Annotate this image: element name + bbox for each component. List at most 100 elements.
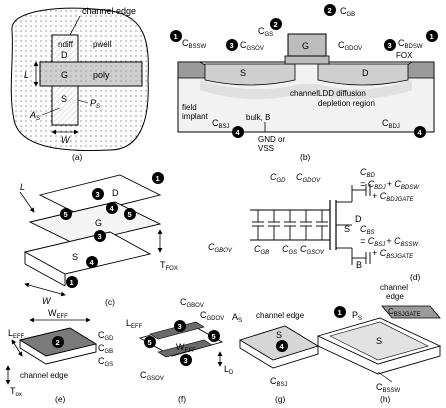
marker-1-c-top bbox=[152, 172, 164, 184]
marker-3-f-top-text: 3 bbox=[178, 322, 182, 331]
panel-g: AS channel edge S 4 CBSJ (g) bbox=[232, 311, 320, 404]
label-source-b: S bbox=[240, 68, 246, 78]
capacitor-bank bbox=[252, 210, 328, 240]
label-channel-edge-g: channel edge bbox=[256, 311, 305, 320]
source-sidewall-h bbox=[317, 336, 441, 375]
label-cbdsw-b: CBDSW bbox=[398, 38, 423, 50]
panel-h: channel edge PS S CBSJGATE CBSSW 1 (h) bbox=[316, 283, 442, 404]
label-bulk: bulk, B bbox=[246, 113, 270, 122]
label-as-g: AS bbox=[232, 312, 242, 324]
label-L-a: L bbox=[24, 70, 29, 80]
marker-3-b-left bbox=[226, 39, 238, 51]
label-cgs-e: CGS bbox=[98, 356, 113, 368]
marker-4-b-left bbox=[232, 126, 244, 138]
label-cbd-eq2: + CBDJGATE bbox=[372, 191, 414, 203]
label-W-c: W bbox=[42, 296, 52, 306]
label-gate-c: G bbox=[95, 218, 102, 228]
label-cbd-def: CBD bbox=[360, 167, 376, 179]
label-cbsj-g: CBSJ bbox=[270, 376, 288, 388]
marker-3-c-top-text: 3 bbox=[96, 190, 100, 199]
marker-5-f-right bbox=[208, 330, 220, 342]
label-weff-e: WEFF bbox=[48, 308, 68, 320]
caption-h: (h) bbox=[380, 394, 391, 404]
marker-3-f-top bbox=[174, 320, 186, 332]
marker-4-b-right-text: 4 bbox=[418, 128, 423, 137]
label-cgd-d: CGD bbox=[270, 172, 286, 184]
panel-e: WEFF LEFF CGD CGB CGS 2 channel edge Tox… bbox=[5, 308, 114, 404]
label-gate-b: G bbox=[302, 41, 309, 51]
caption-f: (f) bbox=[178, 394, 186, 404]
marker-4-c-bottom bbox=[86, 256, 98, 268]
marker-3-c-bottom bbox=[94, 230, 106, 242]
label-drain-d: D bbox=[355, 214, 362, 224]
label-field: field bbox=[182, 103, 197, 112]
caption-b: (b) bbox=[300, 152, 311, 162]
marker-4-c-top bbox=[106, 202, 118, 214]
marker-2-b-right-text: 2 bbox=[328, 6, 332, 15]
label-implant: implant bbox=[182, 112, 209, 121]
marker-3-c-top bbox=[92, 188, 104, 200]
marker-2-b-left bbox=[270, 18, 282, 30]
label-ld-f: LD bbox=[224, 364, 234, 376]
label-cgbov-f: CGBOV bbox=[180, 297, 204, 309]
caption-c: (c) bbox=[105, 297, 115, 307]
marker-5-c-left bbox=[60, 208, 72, 220]
source-inner-h bbox=[329, 321, 429, 361]
label-ndiff: ndiff bbox=[58, 40, 74, 49]
marker-4-c-bottom-text: 4 bbox=[90, 258, 95, 267]
label-gate-a: G bbox=[61, 70, 68, 80]
label-L-c: L bbox=[20, 182, 25, 192]
poly-dots bbox=[40, 62, 142, 86]
cbssw-pointer bbox=[377, 371, 393, 383]
marker-4-c-top-text: 4 bbox=[110, 204, 115, 213]
panel-a-layout: channel edge ndiff pwell poly G D S L W … bbox=[10, 6, 149, 162]
marker-1-left-b bbox=[170, 30, 182, 42]
gate-edge-sidewall bbox=[381, 305, 441, 319]
label-depletion: depletion region bbox=[318, 99, 375, 108]
As-pointer bbox=[41, 107, 61, 116]
label-cbssw-h: CBSSW bbox=[376, 382, 401, 394]
marker-1-left-b-text: 1 bbox=[174, 32, 178, 41]
label-fox: FOX bbox=[396, 51, 413, 60]
marker-1-c-bottom bbox=[66, 276, 78, 288]
label-channel-edge-a: channel edge bbox=[82, 6, 136, 16]
label-cgd-e: CGD bbox=[98, 330, 114, 342]
caption-g: (g) bbox=[275, 394, 286, 404]
label-cgs-d: CGS bbox=[282, 244, 297, 256]
label-ps-h: PS bbox=[352, 310, 362, 322]
marker-3-b-right-text: 3 bbox=[388, 41, 392, 50]
label-cgs-b: CGS bbox=[258, 26, 273, 38]
label-cbsj-b: CBSJ bbox=[212, 118, 230, 130]
marker-5-f-left bbox=[144, 336, 156, 348]
marker-1-right-b bbox=[426, 30, 438, 42]
label-drain-c: D bbox=[112, 188, 119, 198]
label-gnd: GND or bbox=[258, 135, 285, 144]
label-leff-e: LEFF bbox=[8, 328, 25, 340]
caption-a: (a) bbox=[72, 152, 83, 162]
marker-1-h-text: 1 bbox=[338, 308, 342, 317]
source-bottom-edge bbox=[24, 263, 66, 287]
label-cgsov-f: CGSOV bbox=[140, 370, 164, 382]
marker-3-f-bottom bbox=[180, 354, 192, 366]
label-cbsjgate: CBSJGATE bbox=[388, 307, 421, 318]
marker-2-b-right bbox=[324, 4, 336, 16]
marker-3-b-right bbox=[384, 39, 396, 51]
label-channel-b: channel bbox=[290, 89, 318, 98]
marker-3-c-bottom-text: 3 bbox=[98, 232, 102, 241]
label-cgdov-b: CGDOV bbox=[338, 40, 362, 52]
panel-f: CGBOV CGDOV CGSOV LEFF WEFF LD 3 5 5 3 (… bbox=[126, 297, 234, 404]
marker-4-g-text: 4 bbox=[280, 342, 285, 351]
label-edge-h: edge bbox=[386, 292, 404, 301]
label-ldd: LDD diffusion bbox=[318, 89, 366, 98]
label-source-a: S bbox=[61, 94, 67, 104]
label-pwell: pwell bbox=[93, 40, 111, 49]
marker-4-g bbox=[276, 340, 288, 352]
marker-3-f-bottom-text: 3 bbox=[184, 356, 188, 365]
depletion-region bbox=[200, 80, 412, 100]
panel-b-cross-section: G S D FOX channel LDD diffusion depletio… bbox=[170, 4, 438, 162]
label-cbs-eq1: = CBSJ+ CBSSW bbox=[360, 236, 420, 248]
dim-L-c bbox=[19, 191, 35, 213]
label-tfox: TFOX bbox=[160, 260, 178, 272]
marker-2-e-text: 2 bbox=[56, 338, 60, 347]
